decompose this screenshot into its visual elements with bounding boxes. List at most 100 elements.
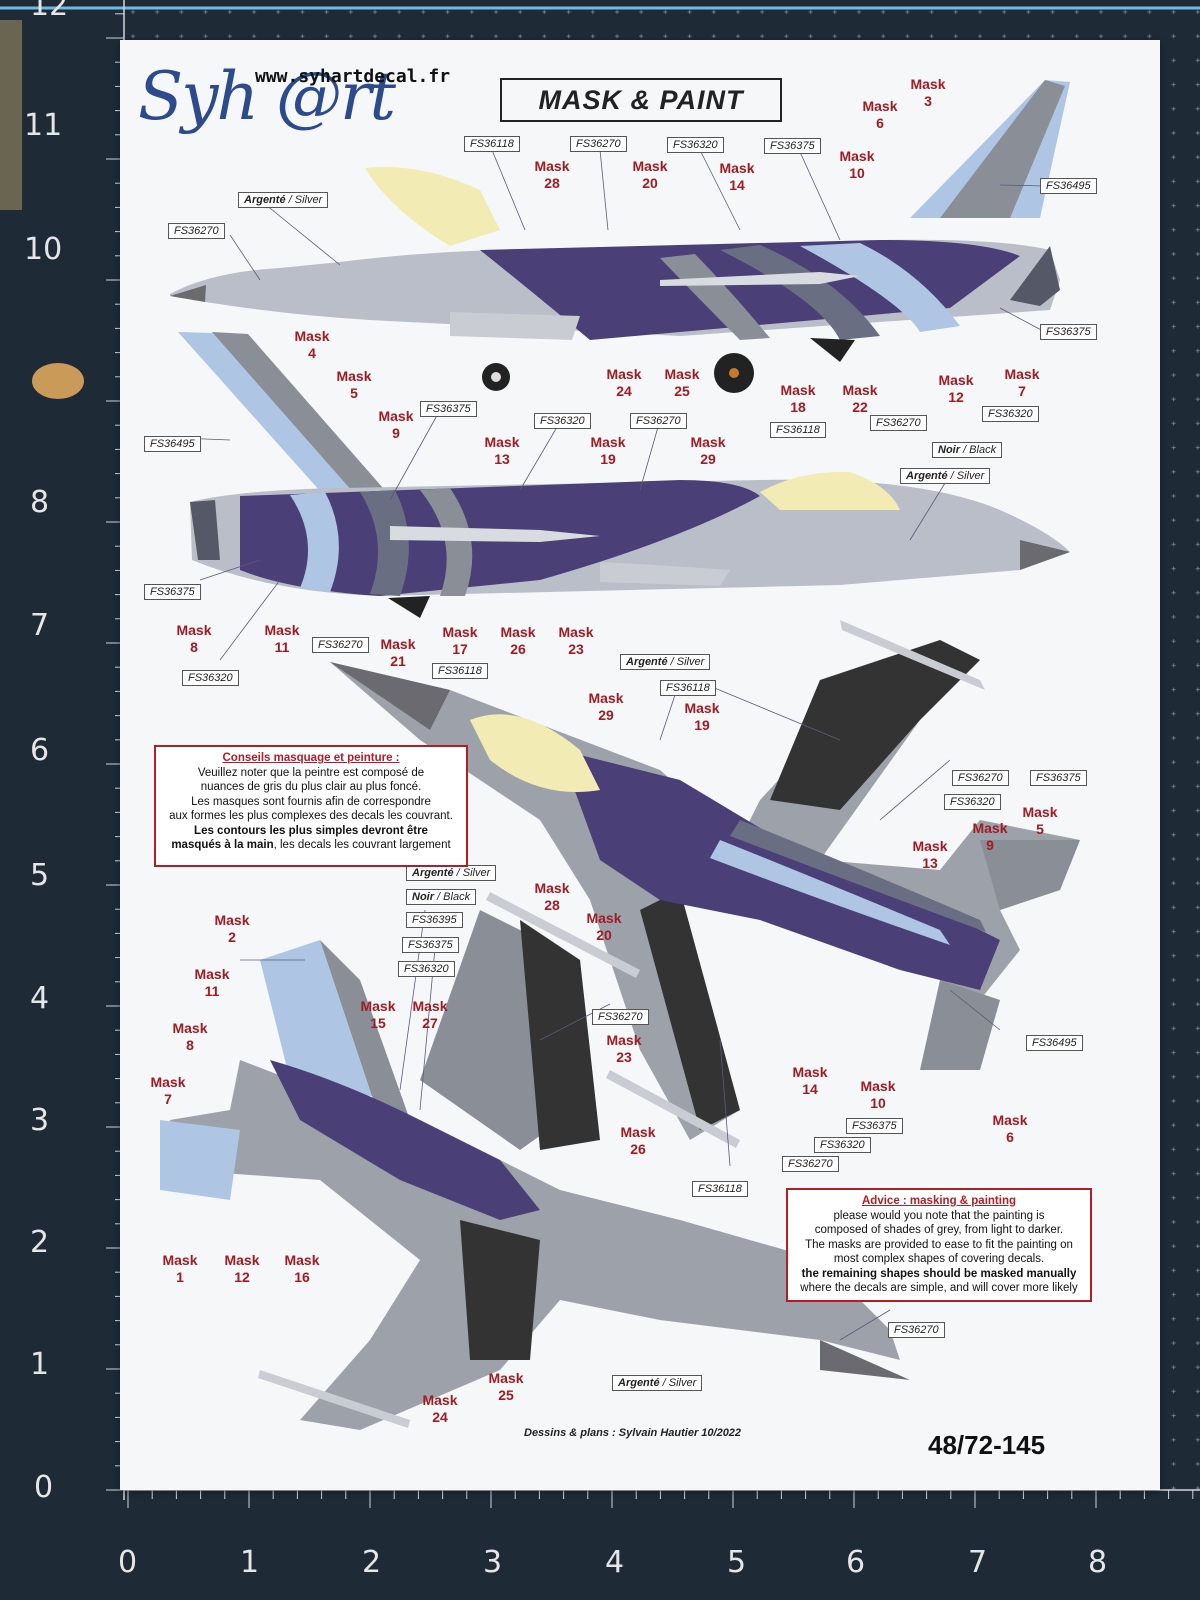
aircraft-left-profile	[178, 332, 1070, 618]
drawing-credit: Dessins & plans : Sylvain Hautier 10/202…	[524, 1427, 742, 1439]
fs-color-label: FS36320	[182, 670, 239, 686]
note-en-tail: where the decals are simple, and will co…	[800, 1282, 1078, 1294]
fs-color-label: FS36270	[592, 1009, 649, 1025]
fs-color-label: FS36118	[770, 422, 826, 438]
silver-label: Argenté / Silver	[238, 192, 329, 208]
fs-color-label: FS36320	[982, 406, 1039, 422]
note-en-line: composed of shades of grey, from light t…	[814, 1224, 1064, 1236]
ruler-label: 0	[118, 1545, 138, 1580]
fs-color-label: FS36118	[432, 663, 488, 679]
fs-color-label: FS36495	[1026, 1035, 1083, 1051]
ruler-label: 3	[483, 1545, 503, 1580]
ruler-label: 10	[24, 232, 63, 267]
note-fr-line: Veuillez noter que la peintre est compos…	[197, 766, 425, 779]
note-fr: Conseils masquage et peinture : Veuillez…	[154, 745, 468, 867]
ruler-label: 4	[30, 981, 50, 1016]
ruler-label: 7	[30, 608, 50, 643]
note-en: Advice : masking & painting please would…	[786, 1188, 1092, 1302]
fs-color-label: FS36270	[312, 637, 369, 653]
fs-color-label: FS36495	[144, 436, 201, 452]
ruler-label: 6	[30, 733, 50, 768]
ruler-label: 5	[30, 858, 50, 893]
fs-color-label: FS36270	[630, 413, 687, 429]
fs-color-label: FS36270	[570, 136, 627, 152]
fs-color-label: FS36270	[168, 223, 225, 239]
ruler-label: 8	[1088, 1545, 1108, 1580]
ruler-label: 12	[30, 0, 69, 23]
silver-label: Argenté / Silver	[406, 865, 497, 881]
ruler-label: 2	[362, 1545, 382, 1580]
fs-color-label: FS36118	[464, 136, 520, 152]
page-title: MASK & PAINT	[500, 78, 782, 122]
website-url[interactable]: www.syhartdecal.fr	[255, 66, 451, 87]
note-en-line: The masks are provided to ease to fit th…	[805, 1238, 1073, 1251]
fs-color-label: FS36320	[944, 794, 1001, 810]
fs-color-label: FS36118	[660, 680, 716, 696]
ruler-label: 6	[846, 1545, 866, 1580]
fs-color-label: FS36395	[406, 912, 463, 928]
note-fr-line: nuances de gris du plus clair au plus fo…	[200, 781, 422, 793]
note-en-line: most complex shapes of covering decals.	[833, 1253, 1045, 1265]
ruler-label: 2	[30, 1225, 50, 1260]
fs-color-label: FS36375	[1030, 770, 1087, 786]
note-fr-heading: Conseils masquage et peinture :	[222, 752, 400, 764]
silver-label: Argenté / Silver	[612, 1375, 703, 1391]
fs-color-label: FS36320	[814, 1137, 871, 1153]
note-en-heading: Advice : masking & painting	[862, 1195, 1016, 1207]
fs-color-label: FS36375	[420, 401, 477, 417]
leader-lines	[179, 149, 1046, 1341]
fs-color-label: FS36375	[846, 1118, 903, 1134]
ruler-label: 3	[30, 1103, 50, 1138]
fs-color-label: FS36270	[888, 1322, 945, 1338]
black-label: Noir / Black	[932, 442, 1003, 458]
ruler-label: 5	[727, 1545, 747, 1580]
fs-color-label: FS36270	[782, 1156, 839, 1172]
ruler-label: 4	[605, 1545, 625, 1580]
fs-color-label: FS36270	[870, 415, 927, 431]
fs-color-label: FS36320	[534, 413, 591, 429]
fs-color-label: FS36375	[1040, 324, 1097, 340]
ruler-label: 11	[24, 108, 63, 143]
aircraft-underside-view	[160, 892, 910, 1430]
aircraft-illustrations	[160, 80, 1080, 1430]
fs-color-label: FS36375	[402, 937, 459, 953]
silver-label: Argenté / Silver	[620, 654, 711, 670]
fs-color-label: FS36270	[952, 770, 1009, 786]
ruler-label: 1	[240, 1545, 260, 1580]
fs-color-label: FS36320	[398, 961, 455, 977]
ruler-label: 7	[968, 1545, 988, 1580]
aircraft-top-view	[330, 620, 1080, 1140]
note-fr-bold: Les contours les plus simples devront êt…	[194, 824, 428, 837]
ruler-label: 1	[30, 1347, 50, 1382]
